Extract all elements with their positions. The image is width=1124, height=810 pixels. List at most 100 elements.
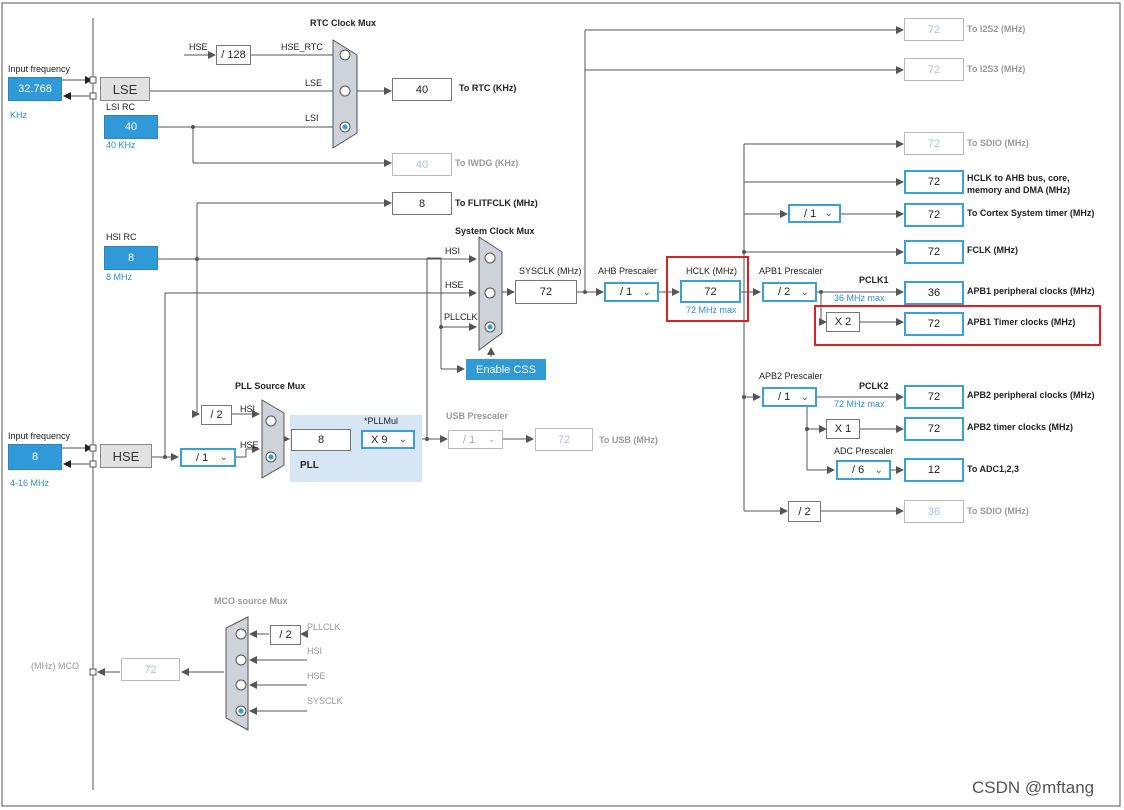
sysclk-label: SYSCLK (MHz) <box>519 266 582 276</box>
hclk-label: HCLK (MHz) <box>686 266 737 276</box>
hclk-value[interactable]: 72 <box>680 280 741 303</box>
apb1-prescaler-value: / 2 <box>778 286 791 298</box>
pll-source-mux-shape <box>261 399 285 479</box>
rtc-mux-title: RTC Clock Mux <box>310 18 377 28</box>
hclk-highlight <box>666 256 749 322</box>
apb1-prescaler-label: APB1 Prescaler <box>759 266 823 276</box>
chevron-down-icon: ⌄ <box>398 434 407 445</box>
fclk-output-label: FCLK (MHz) <box>967 245 1018 255</box>
hsi-unit: 8 MHz <box>106 272 133 282</box>
ahb-prescaler-select[interactable]: / 1⌄ <box>604 282 659 302</box>
adc-prescaler-value: / 6 <box>852 464 865 476</box>
apb2-peripheral-output-value[interactable]: 72 <box>904 385 964 409</box>
hse-prediv-select[interactable]: / 1 ⌄ <box>180 448 236 467</box>
apb2-prescaler-label: APB2 Prescaler <box>759 371 823 381</box>
chevron-down-icon: ⌄ <box>800 391 809 403</box>
hsi-label: HSI RC <box>106 232 137 242</box>
cortex-timer-output-value[interactable]: 72 <box>904 203 964 227</box>
hclk-ahb-output-label-line2: memory and DMA (MHz) <box>967 185 1071 195</box>
ahb-prescaler-label: AHB Prescaler <box>598 266 658 276</box>
rtc-in-hse: HSE <box>189 42 208 52</box>
usb-prescaler-label: USB Prescaler <box>446 411 509 421</box>
hclk-ahb-output-label-line1: HCLK to AHB bus, core, <box>967 173 1070 183</box>
i2s3-output-value: 72 <box>904 58 964 81</box>
lse-input-label: Input frequency <box>8 64 71 74</box>
flitfclk-output-label: To FLITFCLK (MHz) <box>455 198 538 208</box>
apb2-max: 72 MHz max <box>834 399 885 409</box>
chevron-down-icon: ⌄ <box>487 434 496 445</box>
apb2-prescaler-select[interactable]: / 1⌄ <box>762 387 817 407</box>
sdio-output-value: 72 <box>904 132 964 155</box>
sdio2-output-label: To SDIO (MHz) <box>967 506 1029 516</box>
adc-output-value[interactable]: 12 <box>904 458 964 482</box>
adc-prescaler-label: ADC Prescaler <box>834 446 894 456</box>
pll-in-hsi: HSI <box>240 404 256 414</box>
pll-name: PLL <box>300 460 319 471</box>
rtc-in-lse: LSE <box>305 78 323 88</box>
apb1-timer-mult: X 2 <box>826 312 860 332</box>
hsi-value: 8 <box>104 246 158 270</box>
apb1-prescaler-select[interactable]: / 2 ⌄ <box>762 282 817 302</box>
lsi-label: LSI RC <box>106 102 136 112</box>
pclk1-label: PCLK1 <box>859 275 889 285</box>
pclk2-label: PCLK2 <box>859 381 889 391</box>
rtc-output-label: To RTC (KHz) <box>459 83 517 93</box>
hse-input-label: Input frequency <box>8 431 71 441</box>
chevron-down-icon: ⌄ <box>824 208 833 219</box>
rtc-div128: / 128 <box>216 45 251 65</box>
apb2-timer-output-value[interactable]: 72 <box>904 417 964 441</box>
sdio-output-label: To SDIO (MHz) <box>967 138 1029 148</box>
hclk-ahb-output-value[interactable]: 72 <box>904 170 964 194</box>
chevron-down-icon: ⌄ <box>219 452 228 463</box>
system-mux-in-hsi: HSI <box>445 246 461 256</box>
flitfclk-output-value: 8 <box>392 192 452 215</box>
pll-mul-select[interactable]: X 9⌄ <box>361 430 415 449</box>
pll-mul-label: *PLLMul <box>364 416 399 426</box>
fclk-output-value[interactable]: 72 <box>904 240 964 264</box>
mco-in-pllclk: PLLCLK <box>307 622 341 632</box>
pll-input-value: 8 <box>291 429 351 451</box>
mco-in-hsi: HSI <box>307 646 323 656</box>
i2s2-output-value: 72 <box>904 18 964 41</box>
usb-prescaler-select[interactable]: / 1⌄ <box>448 430 503 449</box>
i2s3-output-label: To I2S3 (MHz) <box>967 64 1026 74</box>
pll-in-hse: HSE <box>240 440 259 450</box>
cortex-div-select[interactable]: / 1 ⌄ <box>788 204 841 223</box>
mco-output-value: 72 <box>121 658 180 681</box>
rtc-in-lsi: LSI <box>305 113 319 123</box>
iwdg-output-value: 40 <box>392 153 452 176</box>
sdio2-output-value: 36 <box>904 500 964 523</box>
sdio-div2: / 2 <box>788 501 821 522</box>
system-mux-title: System Clock Mux <box>455 226 535 236</box>
adc-output-label: To ADC1,2,3 <box>967 464 1020 474</box>
watermark: CSDN @mftang <box>972 778 1095 797</box>
apb1-timer-output-value[interactable]: 72 <box>904 312 964 336</box>
lse-unit: KHz <box>10 110 28 120</box>
apb1-peripheral-output-value[interactable]: 36 <box>904 281 964 305</box>
mco-mux-shape <box>225 616 249 731</box>
lse-frequency-input[interactable]: 32.768 <box>8 77 62 101</box>
enable-css-button[interactable]: Enable CSS <box>466 359 546 380</box>
cortex-div-value: / 1 <box>804 207 817 220</box>
hse-frequency-input[interactable]: 8 <box>8 444 62 470</box>
lse-source[interactable]: LSE <box>100 77 150 101</box>
i2s2-output-label: To I2S2 (MHz) <box>967 24 1026 34</box>
iwdg-output-label: To IWDG (KHz) <box>455 158 519 168</box>
hse-source[interactable]: HSE <box>100 444 152 468</box>
mco-in-sysclk: SYSCLK <box>307 696 343 706</box>
sysclk-value: 72 <box>515 280 577 304</box>
apb2-timer-output-label: APB2 timer clocks (MHz) <box>967 422 1074 432</box>
pll-hsi-div2: / 2 <box>201 405 232 425</box>
pll-source-mux-title: PLL Source Mux <box>235 381 306 391</box>
hse-unit: 4-16 MHz <box>10 478 50 488</box>
lsi-value: 40 <box>104 115 158 139</box>
system-mux-in-hse: HSE <box>445 280 464 290</box>
usb-output-value: 72 <box>535 428 593 451</box>
apb1-peripheral-output-label: APB1 peripheral clocks (MHz) <box>967 286 1095 296</box>
adc-prescaler-select[interactable]: / 6⌄ <box>836 460 891 480</box>
hse-prediv-value: / 1 <box>196 451 209 464</box>
lsi-unit: 40 KHz <box>106 140 136 150</box>
chevron-down-icon: ⌄ <box>800 286 809 298</box>
